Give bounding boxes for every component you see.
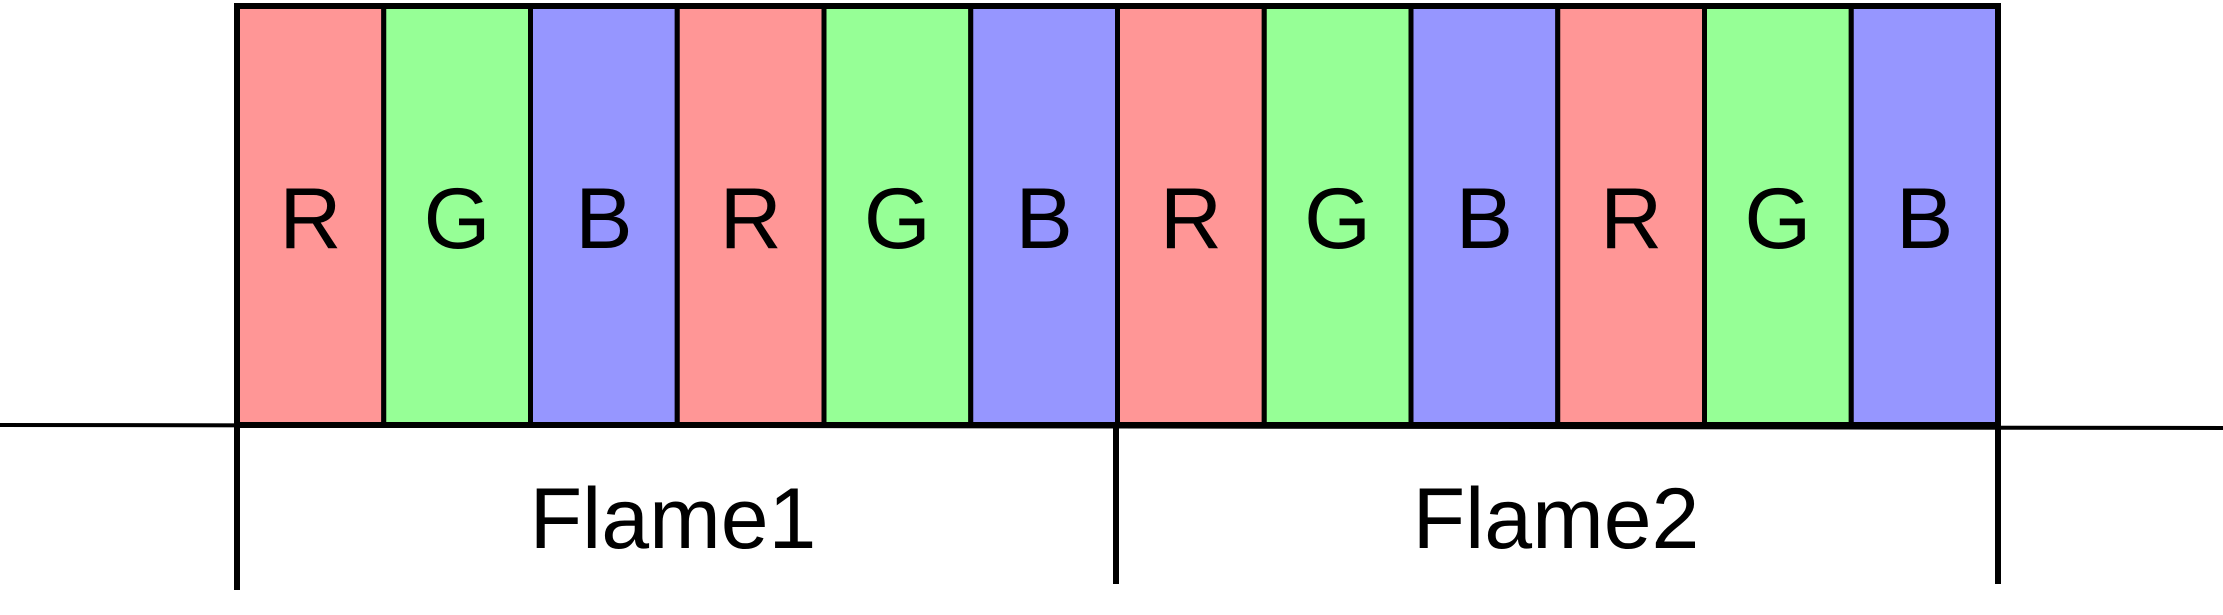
cell-b-3: [528, 3, 680, 428]
cell-label-10: R: [1600, 171, 1662, 267]
cell-label-6: B: [1015, 171, 1072, 267]
cell-b-12: [1848, 3, 2001, 428]
cell-label-5: G: [864, 171, 931, 267]
frame-label-1: Flame1: [530, 471, 817, 567]
cell-label-12: B: [1896, 171, 1953, 267]
cell-label-4: R: [720, 171, 782, 267]
cell-label-11: G: [1744, 171, 1811, 267]
cell-r-1: [234, 3, 387, 428]
frame-label-2: Flame2: [1413, 471, 1700, 567]
timeline-baseline: [0, 423, 2223, 430]
cell-b-9: [1408, 3, 1561, 428]
cell-label-3: B: [575, 171, 632, 267]
cell-label-7: R: [1160, 171, 1222, 267]
cell-g-8: [1261, 3, 1414, 428]
cell-label-2: G: [424, 171, 491, 267]
cell-label-9: B: [1456, 171, 1513, 267]
cell-label-8: G: [1304, 171, 1371, 267]
cell-label-1: R: [279, 171, 341, 267]
